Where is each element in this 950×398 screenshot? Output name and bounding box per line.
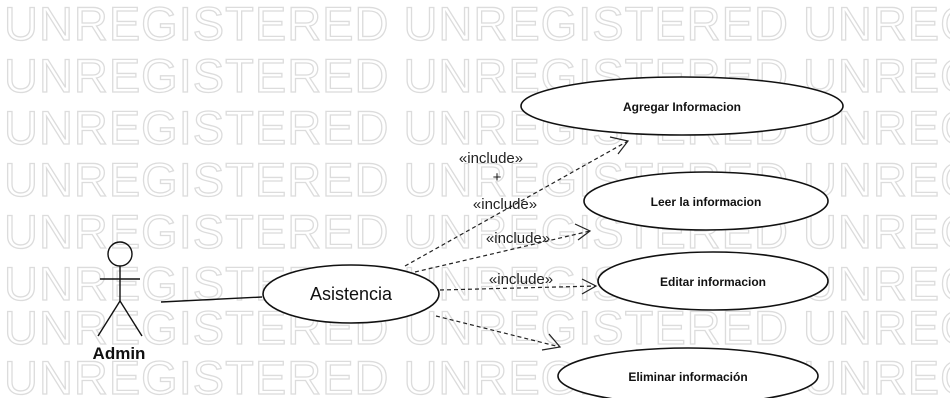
watermark-row: UNREGISTERED UNREGISTERED UNREGISTERED — [4, 0, 950, 50]
use-case-label: Agregar Informacion — [623, 100, 741, 114]
stereotype-label: «include» — [473, 196, 537, 213]
actor-right-leg — [119, 300, 143, 337]
stereotype-labels: «include» + «include» «include» «include… — [459, 150, 553, 288]
actor-left-leg — [97, 300, 121, 337]
include-arrow-agregar — [404, 140, 629, 267]
actor-label: Admin — [93, 344, 146, 363]
use-case-editar[interactable]: Editar informacion — [597, 251, 829, 311]
include-arrow-eliminar — [435, 315, 561, 348]
stereotype-plus: + — [493, 169, 502, 186]
arrowhead-icon — [574, 223, 592, 241]
use-case-ellipse — [583, 171, 829, 231]
use-case-ellipse — [520, 76, 844, 136]
stereotype-label: «include» — [489, 271, 553, 288]
use-case-asistencia[interactable]: Asistencia — [262, 264, 440, 324]
include-relations — [404, 136, 630, 351]
use-case-ellipse — [597, 251, 829, 311]
use-case-agregar[interactable]: Agregar Informacion — [520, 76, 844, 136]
use-case-leer[interactable]: Leer la informacion — [583, 171, 829, 231]
arrowhead-icon — [609, 136, 630, 155]
use-case-ellipse — [262, 264, 440, 324]
use-case-label: Eliminar información — [628, 370, 747, 384]
use-case-label: Leer la informacion — [651, 195, 762, 209]
stereotype-label: «include» — [459, 150, 523, 167]
actor-admin[interactable]: Admin — [93, 241, 146, 363]
arrowhead-icon — [541, 333, 562, 351]
arrowhead-icon — [581, 278, 598, 295]
include-arrow-leer — [414, 230, 591, 273]
use-case-label: Editar informacion — [660, 275, 766, 289]
use-case-eliminar[interactable]: Eliminar información — [557, 347, 819, 398]
stereotype-label: «include» — [486, 230, 550, 247]
include-arrow-editar — [439, 285, 597, 291]
association-line — [160, 296, 263, 303]
use-case-ellipse — [557, 347, 819, 398]
use-case-label: Asistencia — [310, 284, 393, 304]
watermark-row: UNREGISTERED UNREGISTERED UNREGISTERED — [4, 301, 950, 354]
